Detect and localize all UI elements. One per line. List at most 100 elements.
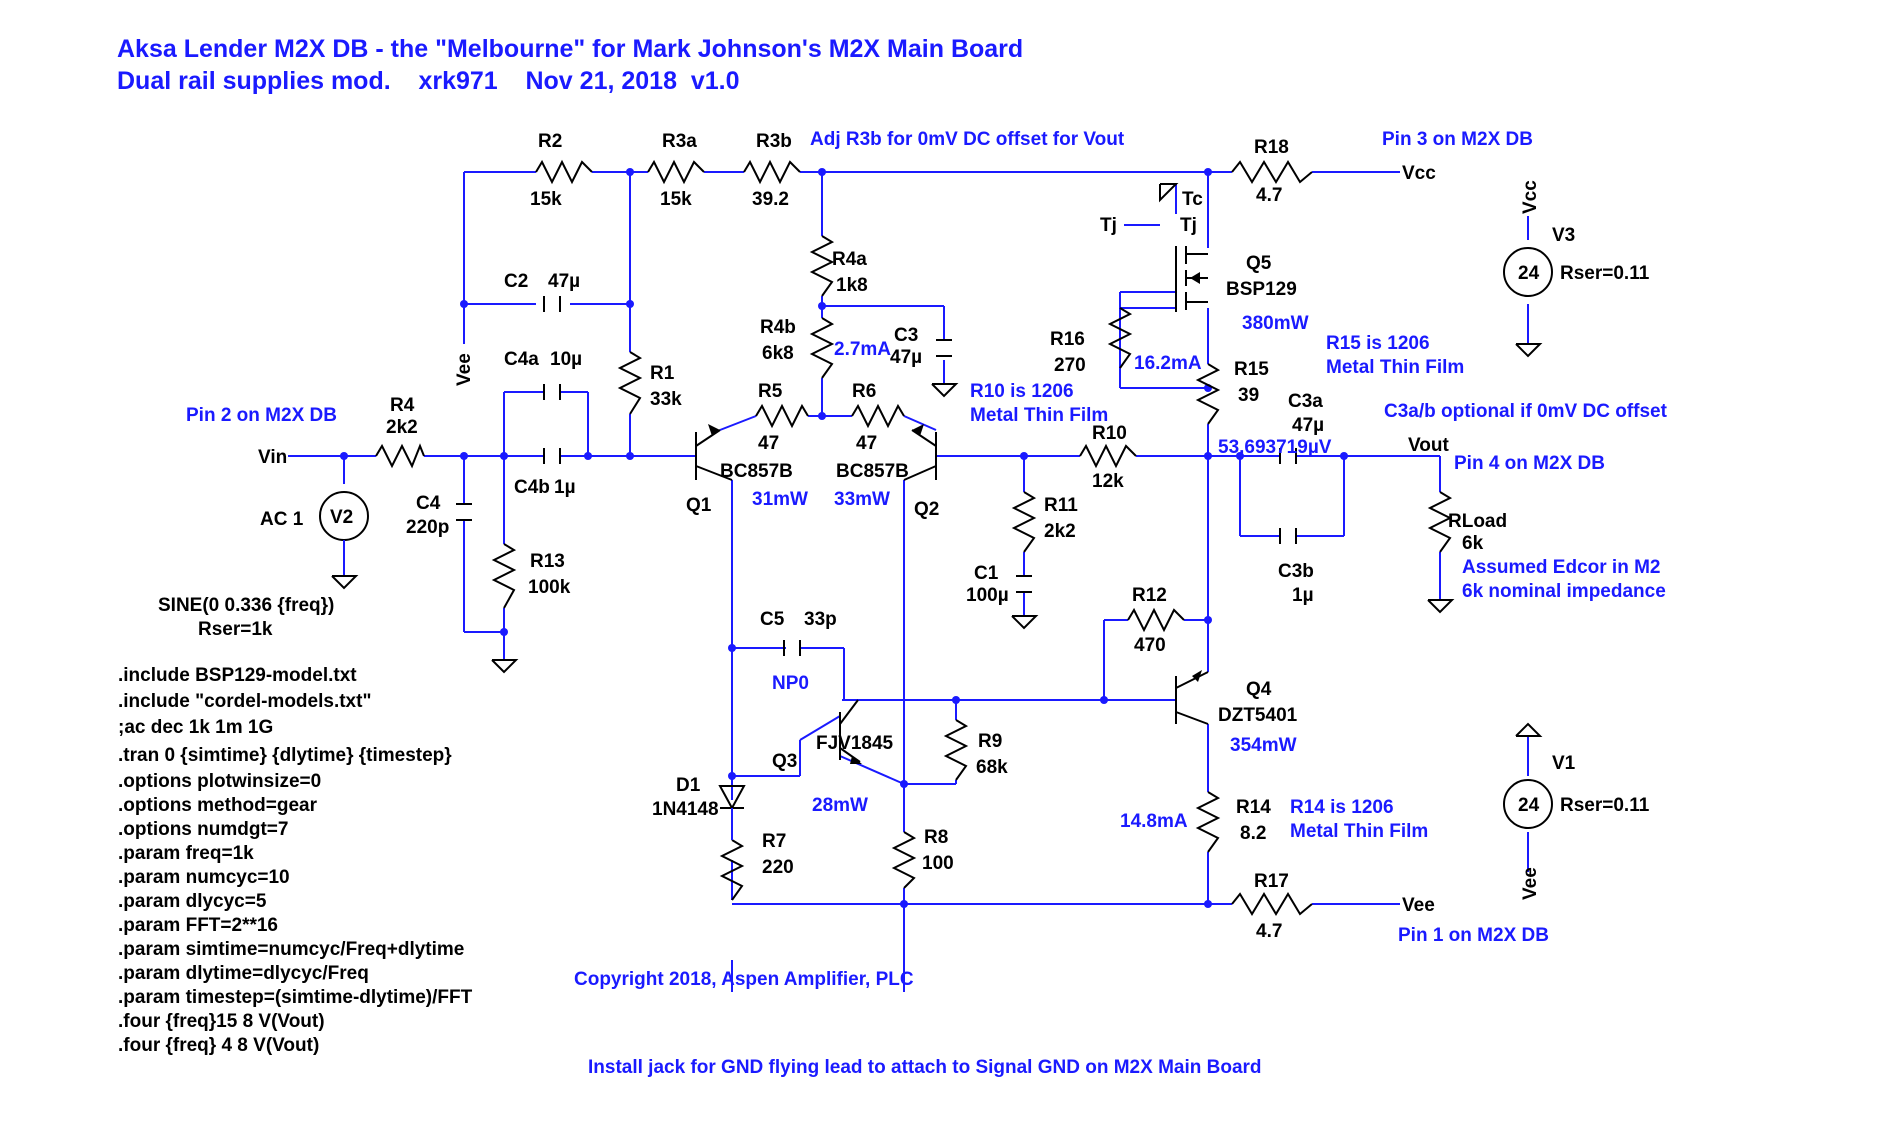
svg-text:C3b: C3b — [1278, 561, 1314, 582]
svg-text:100k: 100k — [528, 577, 571, 598]
svg-text:.param dlytime=dlycyc/Freq: .param dlytime=dlycyc/Freq — [118, 963, 369, 984]
meas-v-out: 53.693719µV — [1218, 437, 1332, 458]
svg-text:R11: R11 — [1044, 495, 1078, 516]
svg-text:4.7: 4.7 — [1256, 921, 1282, 942]
note-c3ab: C3a/b optional if 0mV DC offset — [1384, 401, 1668, 422]
ground-v2 — [331, 575, 359, 590]
resistor-r3a-symbol — [647, 159, 705, 185]
resistor-r12-symbol — [1127, 607, 1185, 633]
diode-d1 — [718, 785, 746, 840]
svg-text:.options plotwinsize=0: .options plotwinsize=0 — [118, 771, 321, 792]
svg-text:24: 24 — [1518, 263, 1540, 284]
svg-text:C3a: C3a — [1288, 391, 1323, 412]
resistor-r7-symbol — [719, 839, 745, 901]
resistor-r14-symbol — [1195, 791, 1221, 853]
meas-q5-power: 380mW — [1242, 313, 1309, 334]
resistor-r1-symbol — [617, 351, 643, 415]
svg-text:Rser=1k: Rser=1k — [198, 619, 273, 640]
meas-q1-power: 31mW — [752, 489, 808, 510]
svg-text:15k: 15k — [660, 189, 692, 210]
resistor-r2-symbol — [535, 159, 593, 185]
svg-text:.include "cordel-models.txt": .include "cordel-models.txt" — [118, 691, 371, 712]
svg-text:1k8: 1k8 — [836, 275, 868, 296]
svg-text:R12: R12 — [1132, 585, 1167, 606]
resistor-r4-symbol — [375, 443, 425, 469]
ground-symbols — [331, 183, 1543, 737]
note-r14-b: Metal Thin Film — [1290, 821, 1428, 842]
resistor-r3b-symbol — [743, 159, 801, 185]
svg-text:47: 47 — [758, 433, 779, 454]
svg-text:R8: R8 — [924, 827, 948, 848]
svg-text:47µ: 47µ — [548, 271, 580, 292]
svg-text:.param simtime=numcyc/Freq+dly: .param simtime=numcyc/Freq+dlytime — [118, 939, 464, 960]
resistor-r8-symbol — [891, 831, 917, 889]
resistor-r6-symbol — [851, 403, 905, 429]
svg-text:6k8: 6k8 — [762, 343, 794, 364]
resistor-rload-symbol — [1427, 491, 1453, 553]
svg-text:R2: R2 — [538, 131, 562, 152]
svg-text:220: 220 — [762, 857, 794, 878]
note-r15-a: R15 is 1206 — [1326, 333, 1430, 354]
svg-text:10µ: 10µ — [550, 349, 582, 370]
meas-q2-power: 33mW — [834, 489, 890, 510]
ground-c1 — [1011, 615, 1039, 630]
net-tc: Tc — [1182, 189, 1203, 210]
ground-r13 — [491, 659, 519, 674]
svg-text:.param timestep=(simtime-dlyti: .param timestep=(simtime-dlytime)/FFT — [118, 987, 473, 1008]
svg-text:100: 100 — [922, 853, 954, 874]
capacitors — [456, 296, 1297, 656]
resistor-r10-symbol — [1079, 443, 1137, 469]
svg-text:33k: 33k — [650, 389, 682, 410]
net-vcc-v3: Vcc — [1520, 180, 1541, 214]
title-line-1: Aksa Lender M2X DB - the "Melbourne" for… — [117, 35, 1023, 63]
net-vee-v1: Vee — [1520, 867, 1541, 900]
note-r10-b: Metal Thin Film — [970, 405, 1108, 426]
svg-text:R15: R15 — [1234, 359, 1269, 380]
component-labels: R2 15k R3a 15k R3b 39.2 R18 4.7 R4a 1k8 … — [158, 131, 1650, 942]
svg-text:.include BSP129-model.txt: .include BSP129-model.txt — [118, 665, 357, 686]
svg-text:RLoad: RLoad — [1448, 511, 1507, 532]
svg-text:C4a: C4a — [504, 349, 539, 370]
meas-i-q5: 16.2mA — [1134, 353, 1202, 374]
svg-text:220p: 220p — [406, 517, 449, 538]
svg-text:R3b: R3b — [756, 131, 792, 152]
resistor-r9-symbol — [943, 719, 969, 781]
svg-text:R9: R9 — [978, 731, 1002, 752]
note-edcor-b: 6k nominal impedance — [1462, 581, 1666, 602]
svg-text:AC 1: AC 1 — [260, 509, 304, 530]
svg-text:C2: C2 — [504, 271, 528, 292]
meas-q3-power: 28mW — [812, 795, 868, 816]
svg-text:Q2: Q2 — [914, 499, 939, 520]
svg-text:C1: C1 — [974, 563, 999, 584]
ground-c3 — [931, 383, 959, 398]
net-vin: Vin — [258, 447, 287, 468]
svg-text:.options numdgt=7: .options numdgt=7 — [118, 819, 288, 840]
resistor-r18-symbol — [1231, 160, 1313, 184]
svg-text:2k2: 2k2 — [1044, 521, 1076, 542]
resistor-r17-symbol — [1231, 892, 1313, 916]
spice-directives: .include BSP129-model.txt .include "cord… — [118, 665, 473, 1056]
svg-text:2k2: 2k2 — [386, 417, 418, 438]
svg-text:24: 24 — [1518, 795, 1540, 816]
svg-text:R1: R1 — [650, 363, 675, 384]
svg-text:R5: R5 — [758, 381, 783, 402]
note-pin2: Pin 2 on M2X DB — [186, 405, 337, 426]
svg-text:R10: R10 — [1092, 423, 1127, 444]
svg-text:R7: R7 — [762, 831, 786, 852]
svg-text:4.7: 4.7 — [1256, 185, 1282, 206]
svg-text:R14: R14 — [1236, 797, 1271, 818]
svg-text:R16: R16 — [1050, 329, 1085, 350]
svg-text:.tran 0 {simtime} {dlytime} {t: .tran 0 {simtime} {dlytime} {timestep} — [118, 745, 452, 766]
svg-text:47µ: 47µ — [890, 347, 922, 368]
meas-i-q4: 14.8mA — [1120, 811, 1188, 832]
svg-text:39.2: 39.2 — [752, 189, 789, 210]
net-vee: Vee — [1402, 895, 1435, 916]
svg-text:15k: 15k — [530, 189, 562, 210]
svg-text:R18: R18 — [1254, 137, 1289, 158]
svg-text:D1: D1 — [676, 775, 701, 796]
svg-text:6k: 6k — [1462, 533, 1484, 554]
svg-text:.param freq=1k: .param freq=1k — [118, 843, 254, 864]
svg-text:.param dlycyc=5: .param dlycyc=5 — [118, 891, 267, 912]
note-r10-a: R10 is 1206 — [970, 381, 1074, 402]
